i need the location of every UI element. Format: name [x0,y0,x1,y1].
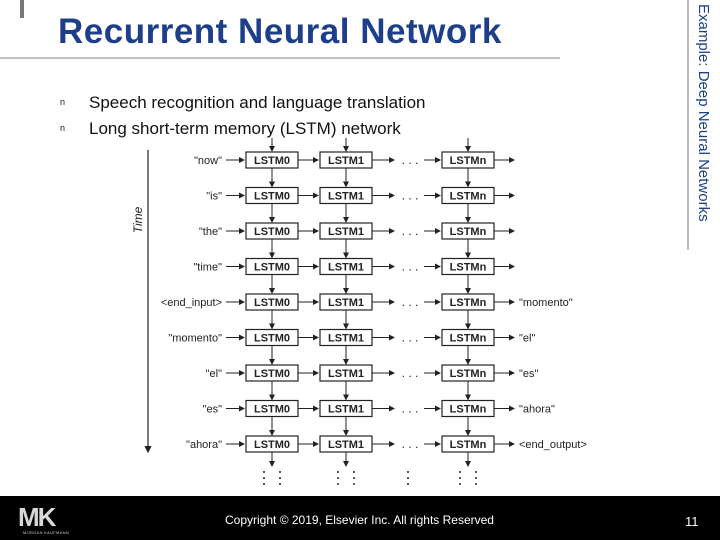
slide-title: Recurrent Neural Network [58,12,502,51]
continuation-dot [263,471,265,473]
continuation-dot [263,477,265,479]
lstm-cell-label: LSTMn [450,262,487,274]
lstm-cell-label: LSTM1 [328,191,364,203]
layer-ellipsis: . . . [402,295,419,309]
continuation-dot [337,477,339,479]
continuation-dot [475,477,477,479]
svg-text:MK: MK [18,504,57,530]
lstm-cell-label: LSTM0 [254,333,290,345]
output-token-label: "ahora" [519,404,555,416]
lstm-cell-label: LSTMn [450,404,487,416]
side-section-label-text: Example: Deep Neural Networks [695,4,712,222]
lstm-cell-label: LSTM0 [254,226,290,238]
lstm-cell-label: LSTM0 [254,297,290,309]
layer-ellipsis: . . . [402,402,419,416]
layer-ellipsis: . . . [402,437,419,451]
lstm-cell-label: LSTM1 [328,404,364,416]
lstm-cell-label: LSTM1 [328,155,364,167]
page-number: 11 [685,514,699,529]
continuation-dot [459,477,461,479]
continuation-dot [279,477,281,479]
input-token-label: "el" [206,368,222,380]
input-token-label: "the" [199,226,222,238]
output-token-label: "es" [519,368,539,380]
input-token-label: "momento" [168,333,222,345]
lstm-cell-label: LSTM0 [254,404,290,416]
continuation-dot [475,483,477,485]
lstm-cell-label: LSTMn [450,333,487,345]
layer-ellipsis: . . . [402,189,419,203]
continuation-dot [459,483,461,485]
continuation-dot [407,471,409,473]
lstm-cell-label: LSTM1 [328,368,364,380]
continuation-dot [475,471,477,473]
continuation-dot [337,471,339,473]
lstm-cell-label: LSTM0 [254,439,290,451]
lstm-cell-label: LSTM0 [254,368,290,380]
footer-bar [0,496,720,540]
output-token-label: <end_output> [519,439,587,451]
lstm-cell-label: LSTM1 [328,262,364,274]
layer-ellipsis: . . . [402,260,419,274]
lstm-cell-label: LSTMn [450,191,487,203]
continuation-dot [279,471,281,473]
lstm-cell-label: LSTM0 [254,191,290,203]
lstm-cell-label: LSTMn [450,155,487,167]
lstm-cell-label: LSTMn [450,226,487,238]
lstm-cell-label: LSTM1 [328,439,364,451]
continuation-dot [353,483,355,485]
layer-ellipsis: . . . [402,366,419,380]
continuation-dot [407,483,409,485]
continuation-dot [337,483,339,485]
bullet-marker: n [60,123,66,133]
continuation-dot [263,483,265,485]
bullet-marker: n [60,97,66,107]
input-token-label: "is" [206,191,222,203]
input-token-label: "ahora" [186,439,222,451]
continuation-dot [353,471,355,473]
bullet-text: Long short-term memory (LSTM) network [89,119,401,138]
bullet-text: Speech recognition and language translat… [89,93,426,112]
continuation-dot [353,477,355,479]
publisher-logo: MK MORGAN KAUFMANN [18,502,74,536]
logo-subtext: MORGAN KAUFMANN [22,530,70,535]
copyright-text: Copyright © 2019, Elsevier Inc. All righ… [225,513,494,527]
output-token-label: "el" [519,333,535,345]
input-token-label: "time" [193,262,222,274]
layer-ellipsis: . . . [402,153,419,167]
input-token-label: "now" [194,155,222,167]
lstm-cell-label: LSTM1 [328,226,364,238]
continuation-dot [407,477,409,479]
layer-ellipsis: . . . [402,331,419,345]
side-section-label: Example: Deep Neural Networks [695,4,720,247]
lstm-cell-label: LSTM0 [254,155,290,167]
lstm-cell-label: LSTMn [450,297,487,309]
time-axis-label: Time [131,206,145,233]
input-token-label: <end_input> [161,297,222,309]
mk-logo-icon: MK [18,502,59,532]
input-token-label: "es" [203,404,223,416]
output-token-label: "momento" [519,297,573,309]
lstm-cell-label: LSTMn [450,439,487,451]
continuation-dot [459,471,461,473]
lstm-cell-label: LSTM0 [254,262,290,274]
layer-ellipsis: . . . [402,224,419,238]
lstm-cell-label: LSTMn [450,368,487,380]
lstm-cell-label: LSTM1 [328,297,364,309]
lstm-cell-label: LSTM1 [328,333,364,345]
continuation-dot [279,483,281,485]
